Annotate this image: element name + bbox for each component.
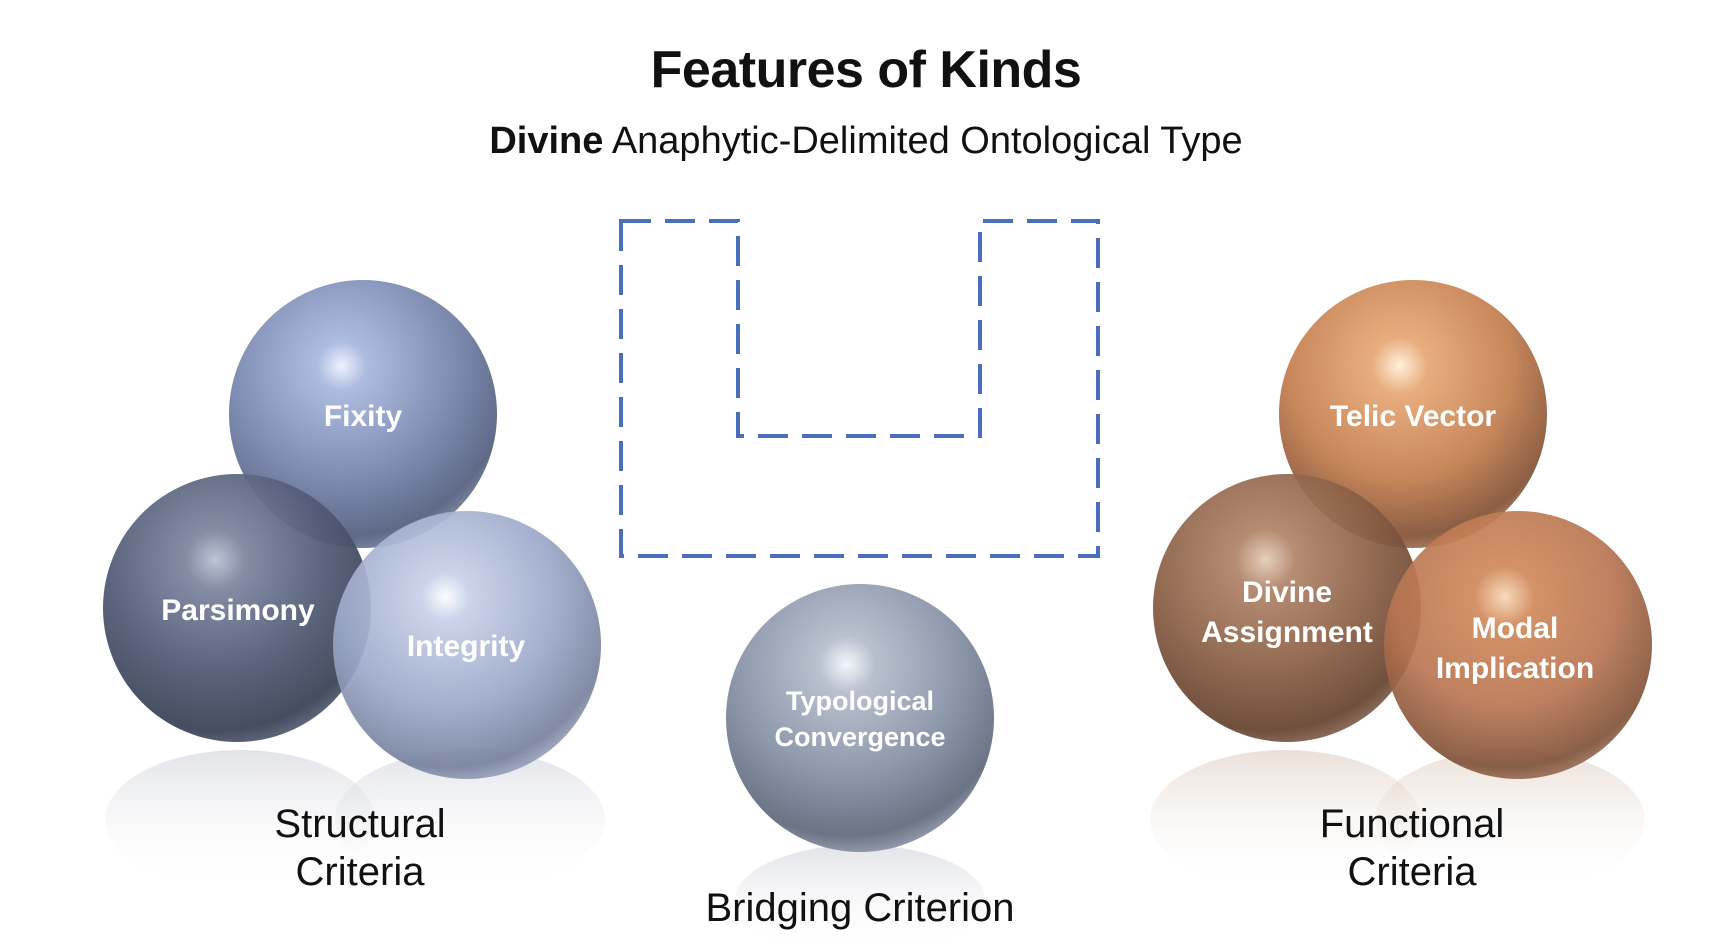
structural-criteria-label: Structural Criteria [190,800,530,896]
functional-reflection [1150,750,1645,890]
divine-assignment-sphere [1153,474,1421,742]
modal-implication-label-line1: Modal [1472,612,1559,645]
parsimony-label: Parsimony [161,594,315,627]
page-subtitle: Divine Anaphytic-Delimited Ontological T… [0,120,1732,163]
structural-label-line2: Criteria [295,850,425,894]
dashed-u-reflection [619,562,1100,660]
fixity-sphere [229,280,497,548]
bridging-reflection [735,845,985,948]
typological-label-line1: Typological [786,686,934,716]
page-title: Features of Kinds [650,41,1082,99]
subtitle-rest: Anaphytic-Delimited Ontological Type [603,120,1243,162]
bridging-criterion-label: Bridging Criterion [705,886,1015,930]
fixity-label: Fixity [324,400,403,433]
divine-assignment-label-line1: Divine [1242,576,1332,609]
structural-reflection [105,750,605,890]
dashed-u-outline [619,219,1100,558]
functional-label-line1: Functional [1319,802,1505,846]
divine-assignment-label-line2: Assignment [1201,616,1373,649]
telic-vector-label: Telic Vector [1330,400,1497,433]
integrity-label: Integrity [407,630,526,663]
typological-label-line2: Convergence [774,722,945,752]
modal-implication-label-line2: Implication [1436,652,1594,685]
typological-convergence-sphere [726,584,994,852]
parsimony-sphere [103,474,371,742]
telic-vector-sphere [1279,280,1547,548]
subtitle-bold: Divine [489,120,604,162]
modal-implication-sphere [1384,511,1652,779]
functional-criteria-label: Functional Criteria [1242,800,1582,896]
functional-label-line2: Criteria [1347,850,1477,894]
integrity-sphere [333,511,601,779]
structural-label-line1: Structural [274,802,446,846]
